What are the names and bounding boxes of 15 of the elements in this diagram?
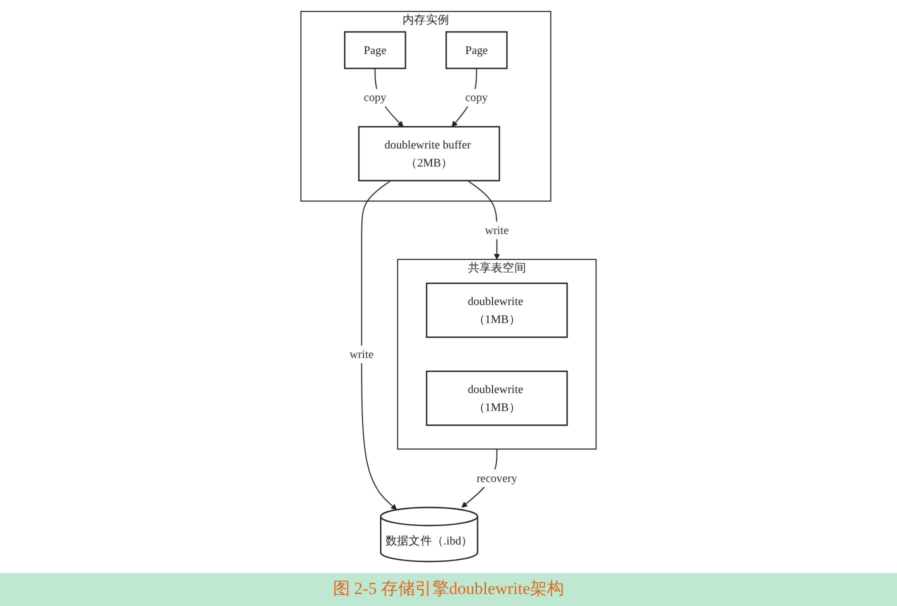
node-box: doublewrite （1MB）	[426, 370, 568, 426]
node-box: Page	[446, 31, 508, 70]
node-box: doublewrite （1MB）	[426, 282, 568, 338]
edge-label: copy	[364, 90, 386, 104]
arrow	[374, 68, 404, 128]
edge-label: recovery	[476, 472, 518, 485]
edge-label: copy	[465, 90, 488, 104]
figure-caption: 图 2-5 存储引擎doublewrite架构	[332, 579, 564, 598]
arrow	[467, 180, 500, 260]
arrow	[452, 68, 478, 128]
edge-label: write	[350, 348, 374, 361]
edge-label: write	[484, 224, 509, 237]
node-box: Page	[344, 31, 406, 70]
arrow	[361, 180, 397, 510]
node-box: doublewrite buffer （2MB）	[358, 126, 500, 182]
